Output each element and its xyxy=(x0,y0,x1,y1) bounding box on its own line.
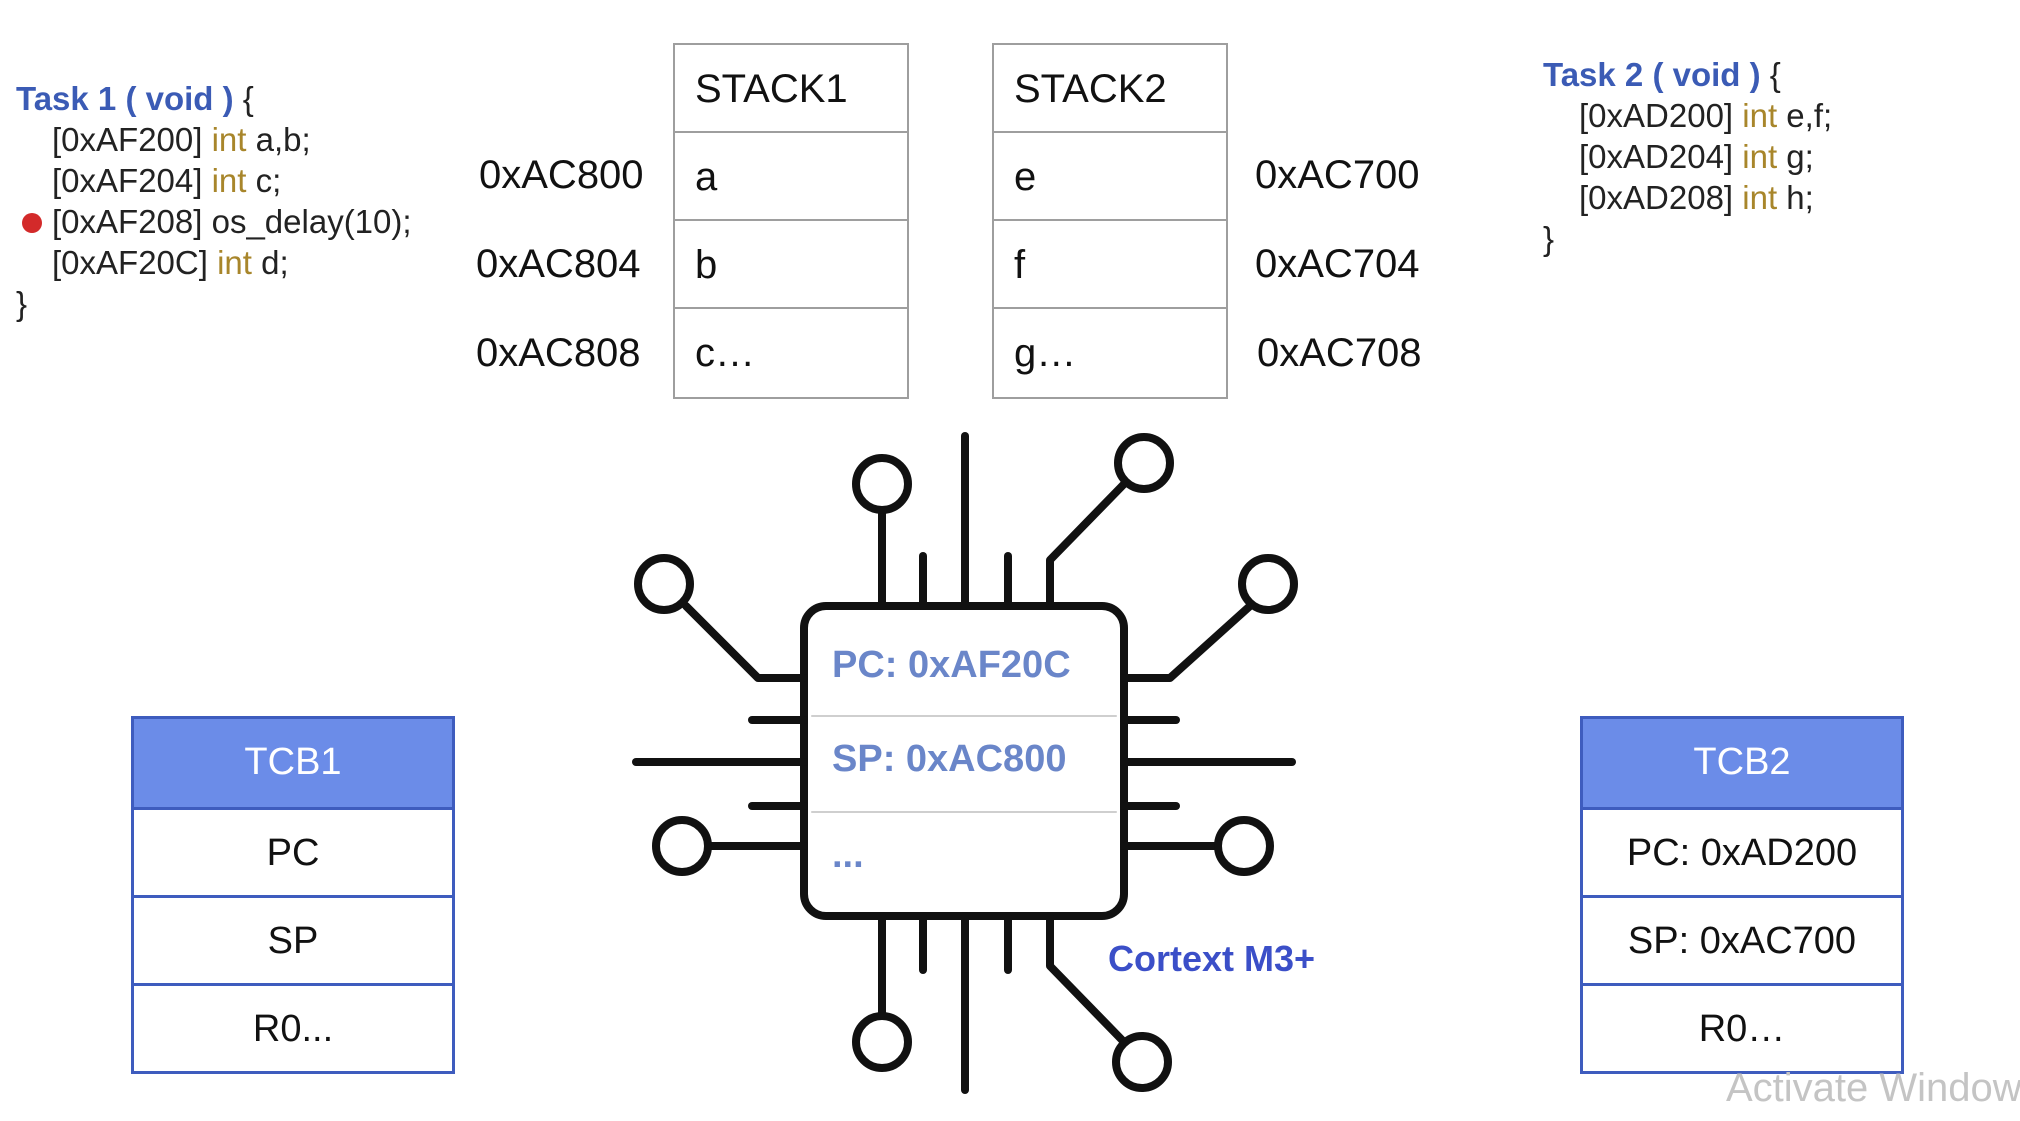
stack1-address: 0xAC804 xyxy=(476,242,641,286)
cpu-name: Cortext M3+ xyxy=(1108,938,1316,979)
stack2-address: 0xAC700 xyxy=(1255,153,1420,197)
tcb2-row: R0… xyxy=(1583,983,1901,1071)
stack2-cell: g… xyxy=(1014,331,1077,375)
int-keyword: int xyxy=(217,244,252,281)
code-statement: e,f; xyxy=(1786,97,1833,134)
stack1-address: 0xAC808 xyxy=(476,331,641,375)
code-address: [0xAF208] xyxy=(52,203,203,240)
code-statement: d; xyxy=(261,244,289,281)
task1-line-2: [0xAF204] int c; xyxy=(16,160,412,201)
tcb1-table: TCB1 PC SP R0... xyxy=(131,716,455,1074)
tcb1-title: TCB1 xyxy=(134,719,452,807)
task2-signature: Task 2 ( void ) { xyxy=(1543,54,1832,95)
stack1-address: 0xAC800 xyxy=(479,153,644,197)
task1-brace-close: } xyxy=(16,285,28,322)
code-address: [0xAD208] xyxy=(1579,179,1734,216)
task2-line-3: [0xAD208] int h; xyxy=(1543,177,1832,218)
cpu-sp-register: SP: 0xAC800 xyxy=(832,738,1067,780)
stack1-cell: c… xyxy=(695,331,755,375)
code-address: [0xAF204] xyxy=(52,162,203,199)
stack1-title: STACK1 xyxy=(675,45,907,133)
task2-brace-close: } xyxy=(1543,220,1555,257)
activate-windows-watermark: Activate Window xyxy=(1726,1066,2020,1110)
stack2-title: STACK2 xyxy=(994,45,1226,133)
cpu-more-registers: ... xyxy=(832,834,864,876)
tcb2-title: TCB2 xyxy=(1583,719,1901,807)
task2-brace-open: { xyxy=(1760,56,1781,93)
stack2-table: STACK2 e f g… xyxy=(992,43,1228,399)
stack2-cell: e xyxy=(994,133,1226,221)
task1-line-3: [0xAF208] os_delay(10); xyxy=(16,201,412,242)
code-statement: os_delay(10); xyxy=(211,203,412,240)
tcb2-row: SP: 0xAC700 xyxy=(1583,895,1901,983)
stack1-cell: a xyxy=(675,133,907,221)
stack2-address: 0xAC704 xyxy=(1255,242,1420,286)
tcb1-row: R0... xyxy=(134,983,452,1071)
code-statement: g; xyxy=(1786,138,1814,175)
code-address: [0xAD204] xyxy=(1579,138,1734,175)
task2-line-1: [0xAD200] int e,f; xyxy=(1543,95,1832,136)
code-address: [0xAD200] xyxy=(1579,97,1734,134)
stack1-cell: b xyxy=(675,221,907,309)
code-address: [0xAF200] xyxy=(52,121,203,158)
cpu-pc-register: PC: 0xAF20C xyxy=(832,644,1071,686)
int-keyword: int xyxy=(1742,138,1778,175)
tcb1-row: SP xyxy=(134,895,452,983)
int-keyword: int xyxy=(1742,97,1778,134)
tcb1-row: PC xyxy=(134,807,452,895)
code-statement: a,b; xyxy=(255,121,311,158)
stack2-address: 0xAC708 xyxy=(1257,331,1422,375)
task2-code-block: Task 2 ( void ) { [0xAD200] int e,f; [0x… xyxy=(1543,54,1832,259)
task1-line-4: [0xAF20C] int d; xyxy=(16,242,412,283)
code-statement: c; xyxy=(255,162,282,199)
task1-signature: Task 1 ( void ) { xyxy=(16,78,412,119)
code-statement: h; xyxy=(1786,179,1814,216)
task2-head: Task 2 ( void ) xyxy=(1543,56,1761,93)
tcb2-row: PC: 0xAD200 xyxy=(1583,807,1901,895)
stack1-table: STACK1 a b c… xyxy=(673,43,909,399)
task2-line-2: [0xAD204] int g; xyxy=(1543,136,1832,177)
int-keyword: int xyxy=(1742,179,1778,216)
task1-brace-open: { xyxy=(233,80,254,117)
code-address: [0xAF20C] xyxy=(52,244,208,281)
breakpoint-icon[interactable] xyxy=(22,213,42,233)
int-keyword: int xyxy=(211,162,247,199)
task1-head: Task 1 ( void ) xyxy=(16,80,234,117)
stack2-cell: f xyxy=(994,221,1226,309)
task1-code-block: Task 1 ( void ) { [0xAF200] int a,b; [0x… xyxy=(16,78,412,324)
int-keyword: int xyxy=(211,121,247,158)
tcb2-table: TCB2 PC: 0xAD200 SP: 0xAC700 R0… xyxy=(1580,716,1904,1074)
task1-line-1: [0xAF200] int a,b; xyxy=(16,119,412,160)
